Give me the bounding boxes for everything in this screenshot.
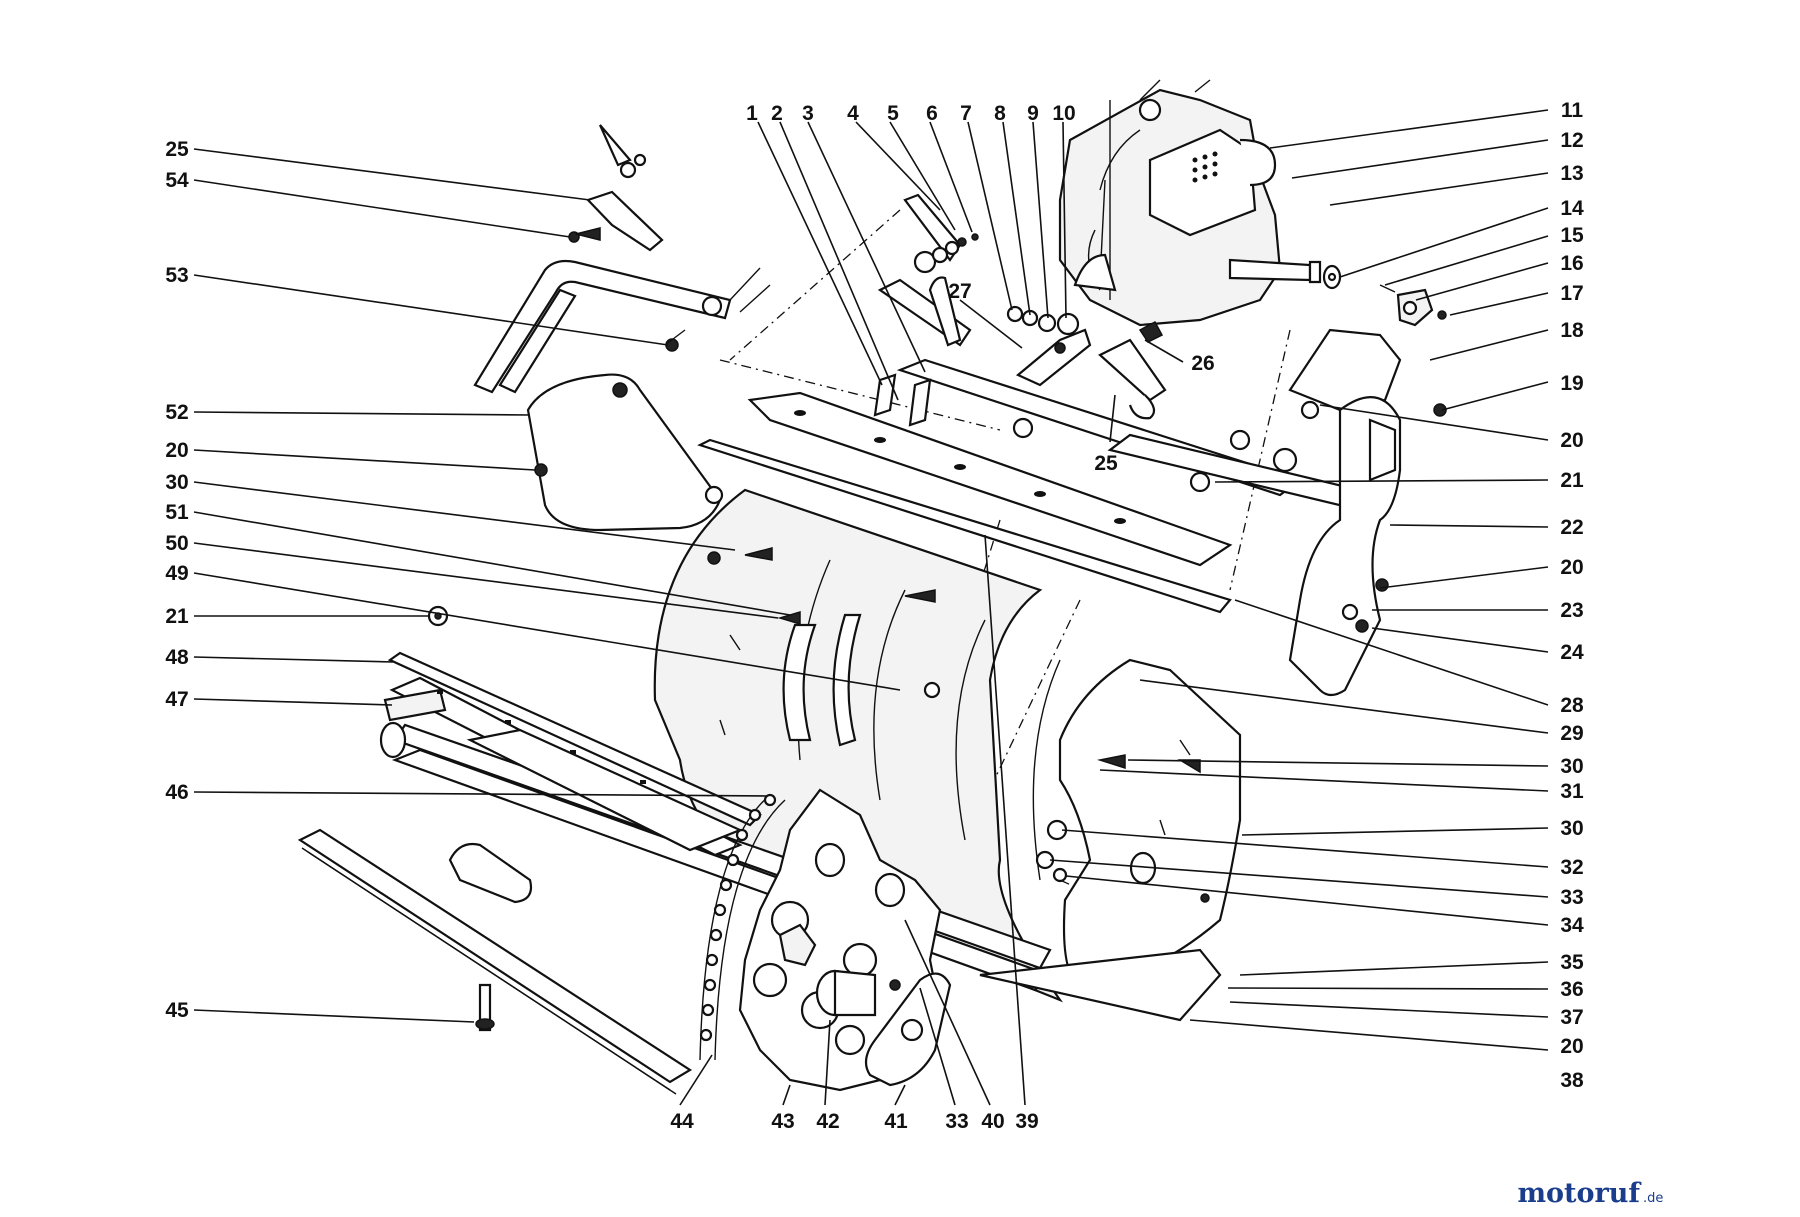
top-plate xyxy=(697,391,1233,614)
callout-52: 52 xyxy=(165,401,188,424)
callout-4: 4 xyxy=(847,102,859,125)
callout-17: 17 xyxy=(1560,282,1583,305)
callout-54: 54 xyxy=(165,169,189,192)
callout-38: 38 xyxy=(1560,1069,1584,1092)
side-bracket-right xyxy=(1288,328,1447,697)
callout-44: 44 xyxy=(670,1110,694,1133)
leader-lines xyxy=(193,109,1549,1106)
callout-48: 48 xyxy=(165,646,189,669)
callout-41: 41 xyxy=(884,1110,908,1133)
callout-49: 49 xyxy=(165,562,188,585)
callout-15: 15 xyxy=(1560,224,1584,247)
callout-31: 31 xyxy=(1560,780,1584,803)
callout-19: 19 xyxy=(1560,372,1583,395)
callout-9: 9 xyxy=(1027,102,1039,125)
hub-bushing xyxy=(815,969,877,1017)
callout-30b: 30 xyxy=(1560,817,1583,840)
callout-10: 10 xyxy=(1052,102,1075,125)
callout-34: 34 xyxy=(1560,914,1584,937)
callout-12: 12 xyxy=(1560,129,1583,152)
callout-13: 13 xyxy=(1560,162,1583,185)
callout-21a: 21 xyxy=(1560,469,1584,492)
callout-50: 50 xyxy=(165,532,188,555)
callout-7: 7 xyxy=(960,102,972,125)
callout-28: 28 xyxy=(1560,694,1584,717)
side-plate-right xyxy=(1035,658,1242,987)
callout-40: 40 xyxy=(981,1110,1004,1133)
callout-42: 42 xyxy=(816,1110,839,1133)
callout-43: 43 xyxy=(771,1110,794,1133)
callout-20d: 20 xyxy=(165,439,188,462)
callout-45: 45 xyxy=(165,999,189,1022)
callout-1: 1 xyxy=(746,102,758,125)
callout-37: 37 xyxy=(1560,1006,1583,1029)
callout-32: 32 xyxy=(1560,856,1583,879)
callout-5: 5 xyxy=(887,102,899,125)
callout-8: 8 xyxy=(994,102,1006,125)
callout-25b: 25 xyxy=(1094,452,1118,475)
callout-47: 47 xyxy=(165,688,188,711)
watermark-suffix: .de xyxy=(1643,1191,1663,1206)
callout-36: 36 xyxy=(1560,978,1583,1001)
callout-21b: 21 xyxy=(165,605,189,628)
watermark-brand: motoruf xyxy=(1517,1178,1642,1209)
scraper-blade-icon xyxy=(383,651,762,857)
callout-39: 39 xyxy=(1015,1110,1038,1133)
frame-tube xyxy=(873,358,1383,512)
bearing-plate xyxy=(864,972,952,1087)
callout-11: 11 xyxy=(1561,99,1584,122)
callout-22: 22 xyxy=(1560,516,1583,539)
parts-artwork xyxy=(297,79,1447,1095)
callout-20c: 20 xyxy=(1560,1035,1583,1058)
callout-6: 6 xyxy=(926,102,938,125)
callout-30a: 30 xyxy=(1560,755,1583,778)
callout-46: 46 xyxy=(165,781,188,804)
fastener-group-engine xyxy=(1138,264,1447,343)
callout-33b: 33 xyxy=(945,1110,968,1133)
watermark-logo: motoruf .de xyxy=(1517,1178,1663,1209)
callout-30c: 30 xyxy=(165,471,188,494)
callout-20a: 20 xyxy=(1560,429,1583,452)
control-bracket xyxy=(877,193,1167,420)
callout-labels: 1 2 3 4 5 6 7 8 9 10 11 12 13 14 15 16 1… xyxy=(165,99,1584,1133)
engine-icon xyxy=(1058,79,1322,327)
callout-18: 18 xyxy=(1560,319,1584,342)
callout-14: 14 xyxy=(1560,197,1584,220)
chain-icon xyxy=(699,793,786,1061)
watermark-brand-text: motoruf xyxy=(1517,1178,1642,1209)
callout-29: 29 xyxy=(1560,722,1583,745)
callout-2: 2 xyxy=(771,102,783,125)
wear-strip xyxy=(297,828,693,1095)
callout-35: 35 xyxy=(1560,951,1584,974)
callout-23: 23 xyxy=(1560,599,1583,622)
callout-33a: 33 xyxy=(1560,886,1583,909)
chute-icon xyxy=(526,373,724,532)
fastener-group-left xyxy=(427,605,449,627)
callout-51: 51 xyxy=(165,501,189,524)
callout-27: 27 xyxy=(948,280,971,303)
callout-26: 26 xyxy=(1191,352,1214,375)
callout-20b: 20 xyxy=(1560,556,1583,579)
callout-24: 24 xyxy=(1560,641,1584,664)
callout-25a: 25 xyxy=(165,138,189,161)
handle-icon xyxy=(473,124,771,394)
callout-16: 16 xyxy=(1560,252,1583,275)
sprocket-icon xyxy=(738,788,942,1092)
callout-3: 3 xyxy=(802,102,814,125)
callout-53: 53 xyxy=(165,264,188,287)
